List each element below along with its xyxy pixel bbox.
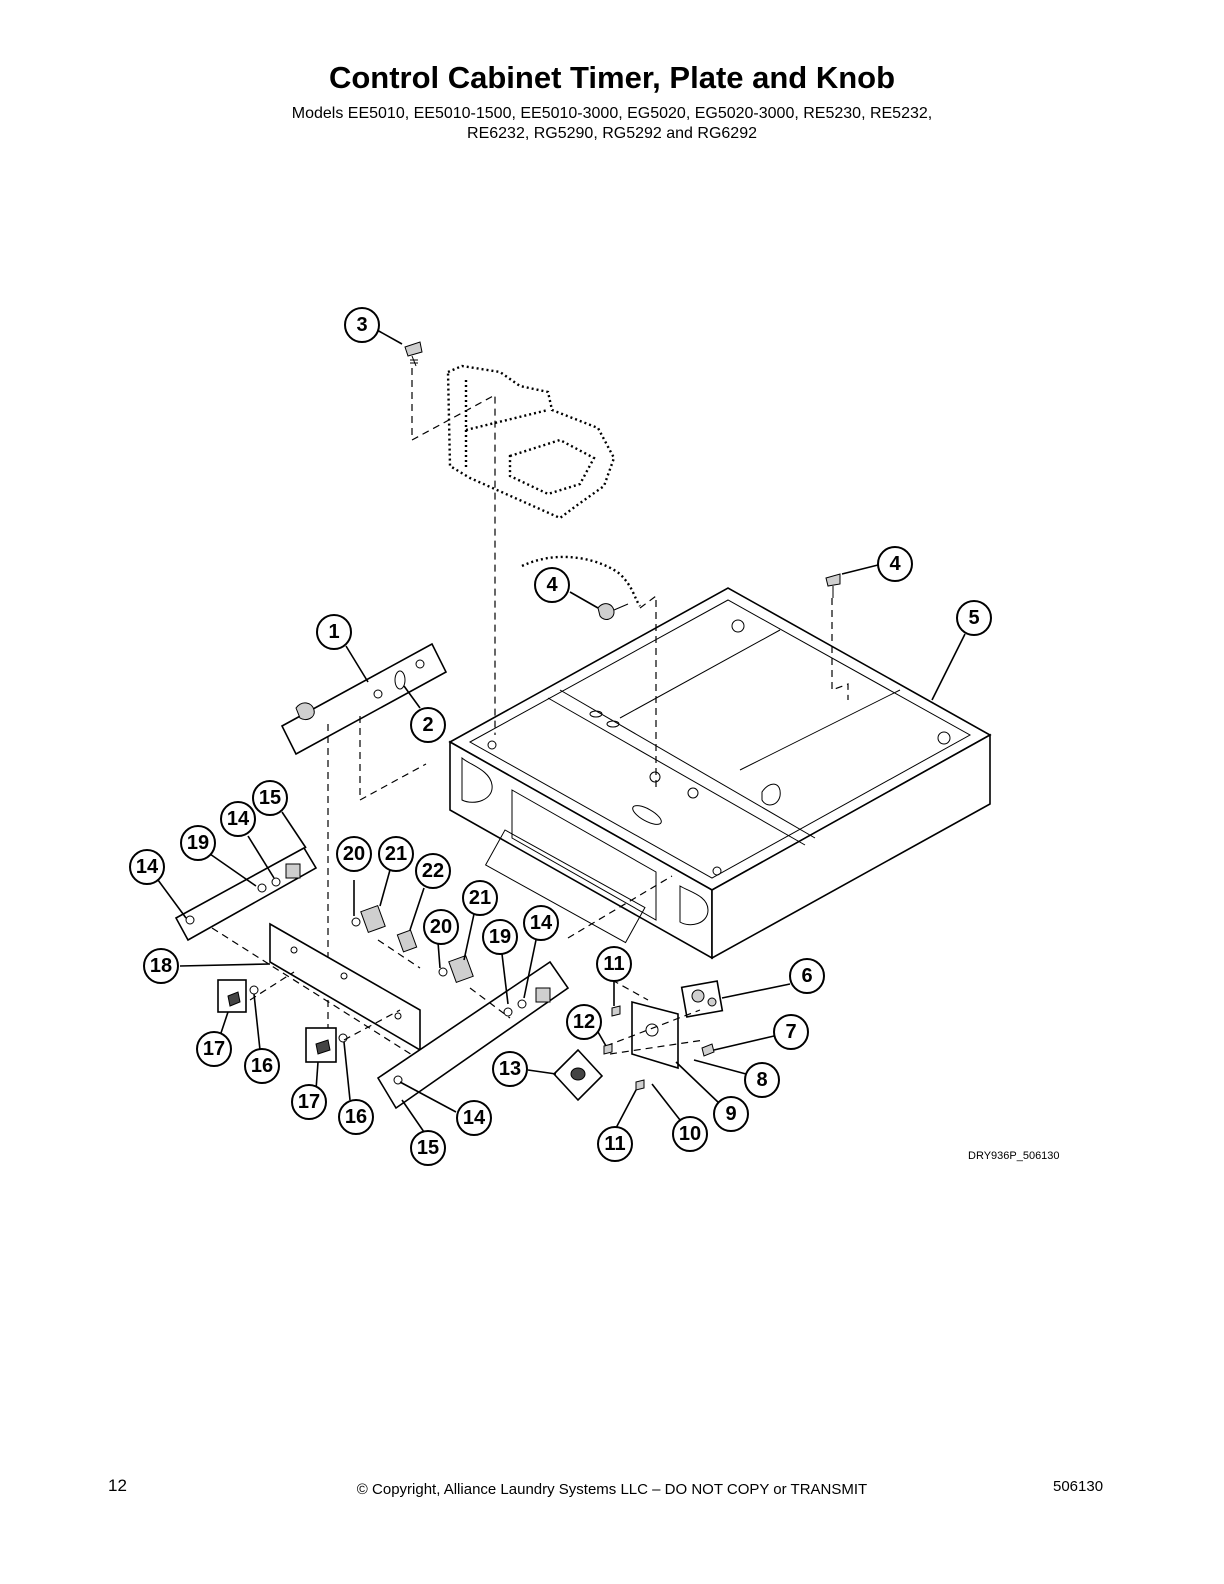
timer-plate-9 [631, 1000, 679, 1070]
document-number: 506130 [1053, 1478, 1104, 1495]
callout-4a: 4 [534, 567, 570, 603]
callout-15a: 15 [252, 780, 288, 816]
callout-1: 1 [316, 614, 352, 650]
svg-text:19: 19 [489, 926, 511, 948]
svg-text:13: 13 [499, 1058, 521, 1080]
control-panel-center [269, 922, 421, 1052]
svg-text:1: 1 [328, 621, 339, 643]
callout-19b: 19 [482, 919, 518, 955]
svg-text:15: 15 [259, 787, 281, 809]
callout-14a: 14 [220, 801, 256, 837]
svg-text:9: 9 [725, 1103, 736, 1125]
callout-20a: 20 [336, 836, 372, 872]
models-line-1: Models EE5010, EE5010-1500, EE5010-3000,… [291, 105, 933, 122]
switch-part-21b [448, 954, 474, 984]
svg-text:7: 7 [785, 1021, 796, 1043]
callout-17a: 17 [196, 1031, 232, 1067]
callout-14c: 14 [523, 905, 559, 941]
svg-text:20: 20 [430, 916, 452, 938]
svg-text:3: 3 [356, 314, 367, 336]
svg-text:21: 21 [385, 843, 407, 865]
timer-part-6 [680, 980, 724, 1018]
svg-text:12: 12 [573, 1011, 595, 1033]
callout-14b: 14 [129, 849, 165, 885]
callout-3: 3 [344, 307, 380, 343]
callout-21b: 21 [462, 880, 498, 916]
svg-text:16: 16 [345, 1106, 367, 1128]
switch-part-21a [360, 904, 386, 934]
control-panel-right [376, 960, 570, 1110]
callout-20b: 20 [423, 909, 459, 945]
svg-text:4: 4 [889, 553, 901, 575]
page-title: Control Cabinet Timer, Plate and Knob [328, 60, 896, 95]
callout-17b: 17 [291, 1084, 327, 1120]
callout-7: 7 [773, 1014, 809, 1050]
copyright-notice: © Copyright, Alliance Laundry Systems LL… [356, 1481, 868, 1498]
figure-code: DRY936P_506130 [968, 1150, 1060, 1162]
callout-15b: 15 [410, 1130, 446, 1166]
callout-4b: 4 [877, 546, 913, 582]
callout-21a: 21 [378, 836, 414, 872]
callout-2: 2 [410, 707, 446, 743]
svg-text:17: 17 [298, 1091, 320, 1113]
svg-text:5: 5 [968, 607, 979, 629]
knob-part-17a [217, 979, 247, 1013]
callout-13: 13 [492, 1051, 528, 1087]
svg-text:14: 14 [530, 912, 553, 934]
callout-18: 18 [143, 948, 179, 984]
callout-11b: 11 [597, 1126, 633, 1162]
callout-8: 8 [744, 1062, 780, 1098]
page-number: 12 [108, 1476, 127, 1495]
svg-text:21: 21 [469, 887, 491, 909]
svg-text:11: 11 [603, 953, 624, 975]
svg-text:6: 6 [801, 965, 812, 987]
svg-text:2: 2 [422, 714, 433, 736]
callout-16b: 16 [338, 1099, 374, 1135]
svg-text:18: 18 [150, 955, 172, 977]
svg-text:4: 4 [546, 574, 558, 596]
svg-text:19: 19 [187, 832, 209, 854]
timer-mounting-plate-1 [280, 642, 448, 756]
callout-12: 12 [566, 1004, 602, 1040]
screw-part-4-right [825, 573, 841, 598]
screw-part-4-left [597, 603, 629, 620]
callout-5: 5 [956, 600, 992, 636]
svg-text:14: 14 [463, 1107, 486, 1129]
knob-part-17b [305, 1027, 337, 1063]
models-line-2: RE6232, RG5290, RG5292 and RG6292 [467, 125, 757, 142]
callout-11a: 11 [596, 946, 632, 982]
svg-text:10: 10 [679, 1123, 701, 1145]
callout-9: 9 [713, 1096, 749, 1132]
svg-text:8: 8 [756, 1069, 767, 1091]
control-cabinet-housing [448, 587, 992, 960]
callout-16a: 16 [244, 1048, 280, 1084]
screw-3-alignment-line [411, 368, 496, 735]
svg-text:11: 11 [604, 1133, 625, 1155]
svg-text:14: 14 [227, 808, 250, 830]
svg-text:14: 14 [136, 856, 159, 878]
console-bracket-outline [446, 364, 616, 520]
callout-6: 6 [789, 958, 825, 994]
svg-text:20: 20 [343, 843, 365, 865]
clip-part-22 [396, 929, 418, 953]
callout-10: 10 [672, 1116, 708, 1152]
callout-19a: 19 [180, 825, 216, 861]
control-panel-left [174, 846, 318, 942]
callout-22: 22 [415, 853, 451, 889]
screw-part-3 [404, 341, 423, 367]
callout-14d: 14 [456, 1100, 492, 1136]
wire-harness [521, 555, 641, 607]
knob-part-13 [552, 1048, 604, 1102]
svg-text:15: 15 [417, 1137, 439, 1159]
svg-text:17: 17 [203, 1038, 225, 1060]
models-subtitle: Models EE5010, EE5010-1500, EE5010-3000,… [0, 104, 1224, 144]
svg-text:16: 16 [251, 1055, 273, 1077]
svg-text:22: 22 [422, 860, 444, 882]
